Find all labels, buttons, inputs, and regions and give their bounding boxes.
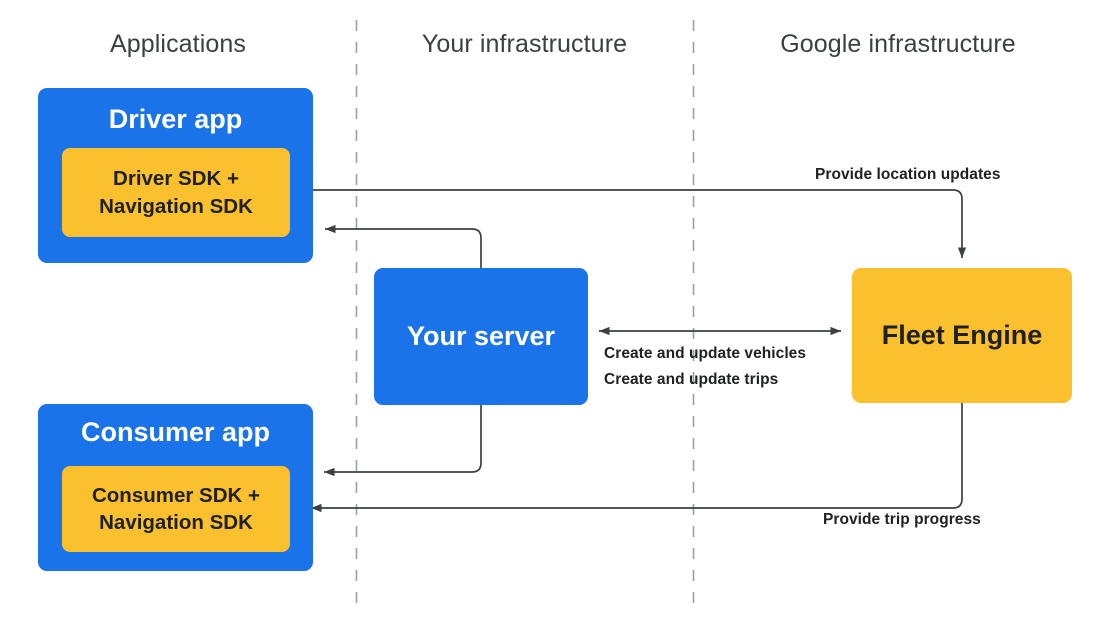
consumer-app-title: Consumer app xyxy=(80,417,271,447)
zone-label-google-infrastructure: Google infrastructure xyxy=(780,30,1016,58)
edge-fleet-engine-to-consumer-app xyxy=(311,403,963,513)
edge-your-server-to-driver-app xyxy=(325,224,482,268)
node-consumer-sdk[interactable]: Consumer SDK + Navigation SDK xyxy=(62,466,290,552)
fleet-engine-title: Fleet Engine xyxy=(881,319,1043,350)
edge-driver-to-fleet-engine xyxy=(290,189,967,258)
edge-label-create-and-update-trips: Create and update trips xyxy=(604,371,779,388)
node-driver-sdk[interactable]: Driver SDK + Navigation SDK xyxy=(62,148,290,237)
edge-label-provide-location-updates: Provide location updates xyxy=(815,166,1001,183)
driver-sdk-line-1: Driver SDK + xyxy=(113,167,239,191)
node-fleet-engine[interactable]: Fleet Engine xyxy=(852,268,1072,403)
your-server-title: Your server xyxy=(406,320,556,351)
driver-app-title: Driver app xyxy=(108,104,243,134)
edge-label-create-and-update-vehicles: Create and update vehicles xyxy=(604,345,807,362)
consumer-sdk-line-2: Navigation SDK xyxy=(99,511,253,534)
zone-label-your-infrastructure: Your infrastructure xyxy=(421,30,628,58)
driver-sdk-line-2: Navigation SDK xyxy=(99,194,253,218)
node-your-server[interactable]: Your server xyxy=(374,268,588,405)
zone-label-applications: Applications xyxy=(109,30,246,58)
edge-your-server-to-consumer-app xyxy=(324,405,482,477)
consumer-sdk-line-1: Consumer SDK + xyxy=(91,483,261,507)
edge-label-provide-trip-progress: Provide trip progress xyxy=(823,511,981,528)
